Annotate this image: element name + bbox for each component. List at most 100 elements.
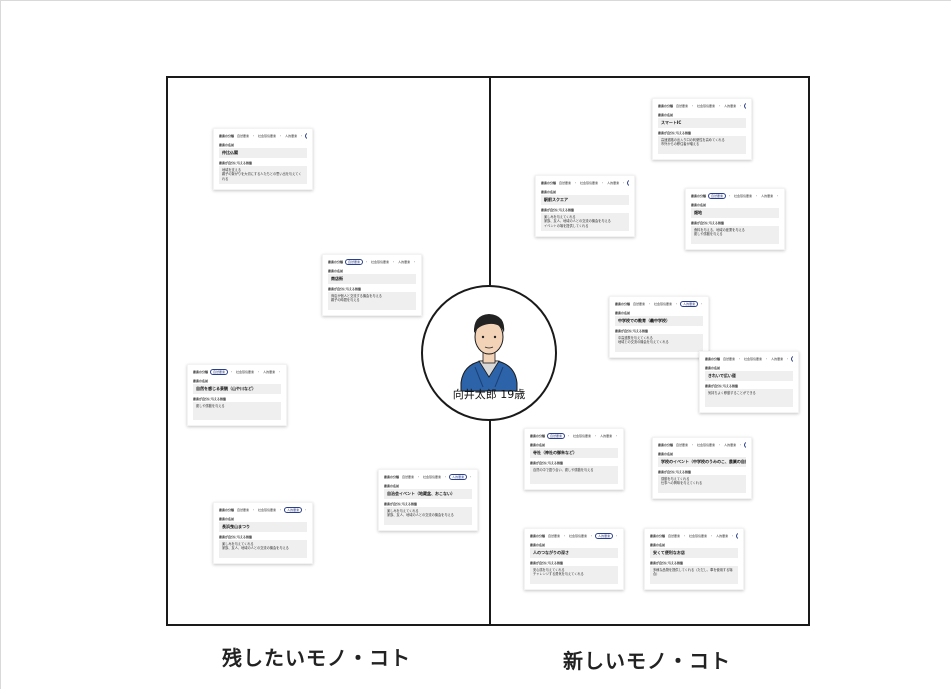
card-name-label: 要素の名前 <box>658 452 674 456</box>
card-reason-label: 要素が自分に与える価値 <box>691 221 724 225</box>
option-separator: ・ <box>279 508 283 512</box>
caption-new: 新しいモノ・コト <box>563 649 731 673</box>
page-edge-left <box>0 0 1 689</box>
card-reason-value: 感動を与えてくれる 仕事への興味を与えてくれる <box>658 475 746 493</box>
card-name-label: 要素の名前 <box>384 484 400 488</box>
card-type-label: 要素の分類 <box>658 443 674 447</box>
card-type-option: 人工要素 <box>736 533 738 539</box>
element-card-ekimae: 要素の分類自然要素・社会環境要素・人的要素・人工要素要素の名前駅前スクエア要素が… <box>535 175 635 237</box>
card-type-option: 人工要素 <box>627 180 629 186</box>
card-type-option: 自然要素 <box>237 134 250 138</box>
card-type-label: 要素の分類 <box>193 370 209 374</box>
element-card-michi: 要素の分類自然要素・社会環境要素・人的要素・人工要素要素の名前きれいで広い道要素… <box>699 351 799 413</box>
card-name-value: 中学校での教育（義中学校） <box>615 316 703 326</box>
element-card-shizen: 要素の分類自然要素・社会環境要素・人的要素・人工要素要素の名前自然を感じる景観（… <box>187 364 287 426</box>
option-separator: ・ <box>739 443 743 447</box>
card-type-option: 人工要素 <box>305 133 307 139</box>
card-type-option: 社会環境要素 <box>697 443 716 447</box>
option-separator: ・ <box>252 134 256 138</box>
card-type-option: 社会環境要素 <box>423 475 442 479</box>
option-separator: ・ <box>776 194 779 198</box>
card-type-option: 人的要素 <box>716 534 729 538</box>
card-name-value: きれいで広い道 <box>705 371 793 381</box>
card-type-option: 人工要素 <box>744 442 746 448</box>
card-name-label: 要素の名前 <box>530 443 546 447</box>
option-separator: ・ <box>469 475 472 479</box>
card-type-option: 自然要素 <box>345 259 364 265</box>
card-type-option: 人的要素 <box>724 443 737 447</box>
option-separator: ・ <box>738 357 742 361</box>
card-reason-label: 要素が自分に与える価値 <box>541 208 574 212</box>
card-type-option: 社会環境要素 <box>573 434 592 438</box>
card-reason-label: 要素が自分に与える価値 <box>219 535 252 539</box>
card-name-value: 自治会イベント（地蔵盆、おこない） <box>384 489 472 499</box>
option-separator: ・ <box>683 534 687 538</box>
option-separator: ・ <box>718 443 722 447</box>
element-card-tsunagari: 要素の分類自然要素・社会環境要素・人的要素・人工要素要素の名前人のつながりの深さ… <box>524 528 624 590</box>
card-reason-label: 要素が自分に与える価値 <box>658 470 691 474</box>
card-reason-value: 癒しや感動を与える <box>193 402 281 420</box>
card-type-option: 社会環境要素 <box>258 508 277 512</box>
card-name-label: 要素の名前 <box>530 543 546 547</box>
card-reason-value: 安心感を与えてくれる チャレンジする勇気を与えてくれる <box>530 566 618 584</box>
element-card-shouten: 要素の分類自然要素・社会環境要素・人的要素・人工要素要素の名前商店街要素が自分に… <box>322 254 422 316</box>
option-separator: ・ <box>710 534 714 538</box>
card-type-option: 自然要素 <box>676 104 689 108</box>
card-name-label: 要素の名前 <box>705 366 721 370</box>
card-reason-value: 楽しみを与えてくれる 家族、友人、地域の人との交流の機会を与える <box>384 507 472 525</box>
persona-name: 向井太郎 19歳 <box>452 388 526 401</box>
option-separator: ・ <box>718 104 722 108</box>
card-reason-label: 要素が自分に与える価値 <box>193 397 226 401</box>
card-type-option: 人的要素 <box>724 104 737 108</box>
card-type-option: 人的要素 <box>680 301 699 307</box>
card-name-label: 要素の名前 <box>650 543 666 547</box>
option-separator: ・ <box>691 104 695 108</box>
card-reason-value: 高速道路の出入り口の利便性を高めてくれる 市外からの移住者が増える <box>658 136 746 154</box>
element-card-matsuri: 要素の分類自然要素・社会環境要素・人的要素・人工要素要素の名前長浜曳山まつり要素… <box>213 502 313 564</box>
option-separator: ・ <box>648 302 652 306</box>
option-separator: ・ <box>574 181 578 185</box>
card-type-option: 自然要素 <box>547 433 566 439</box>
card-type-option: 人工要素 <box>791 356 793 362</box>
card-type-option: 人的要素 <box>595 533 614 539</box>
card-type-option: 人的要素 <box>398 260 411 264</box>
option-separator: ・ <box>279 134 283 138</box>
card-reason-value: 楽しみを与えてくれる 家族、友人、地域の人との交流の機会を与える <box>219 540 307 558</box>
card-reason-value: 地域を支える 親子の繋がりを大切にする人たちとの思い出を与えてくれる <box>219 166 307 184</box>
card-type-option: 社会環境要素 <box>734 194 753 198</box>
card-type-option: 自然要素 <box>708 193 727 199</box>
card-type-option: 自然要素 <box>668 534 681 538</box>
option-separator: ・ <box>594 434 598 438</box>
card-type-label: 要素の分類 <box>530 534 546 538</box>
card-type-option: 社会環境要素 <box>258 134 277 138</box>
card-type-option: 人的要素 <box>449 474 468 480</box>
card-name-label: 要素の名前 <box>615 311 631 315</box>
card-reason-label: 要素が自分に与える価値 <box>328 287 361 291</box>
option-separator: ・ <box>590 534 594 538</box>
option-separator: ・ <box>392 260 396 264</box>
card-reason-value: 気持ちよく移動することができる <box>705 389 793 407</box>
card-type-option: 自然要素 <box>559 181 572 185</box>
option-separator: ・ <box>413 260 416 264</box>
card-type-option: 社会環境要素 <box>654 302 673 306</box>
element-card-butsu: 要素の分類自然要素・社会環境要素・人的要素・人工要素要素の名前仲比仏閣要素が自分… <box>213 128 313 190</box>
element-card-smartic: 要素の分類自然要素・社会環境要素・人的要素・人工要素要素の名前スマートIC要素が… <box>652 98 752 160</box>
card-name-value: 畑地 <box>691 208 779 218</box>
persona-circle <box>421 285 557 421</box>
element-card-gakkou: 要素の分類自然要素・社会環境要素・人的要素・人工要素要素の名前学校のイベント（中… <box>652 437 752 499</box>
option-separator: ・ <box>786 357 790 361</box>
option-separator: ・ <box>691 443 695 447</box>
option-separator: ・ <box>257 370 261 374</box>
option-separator: ・ <box>731 534 735 538</box>
card-name-value: 駅前スクエア <box>541 195 629 205</box>
element-card-omise: 要素の分類自然要素・社会環境要素・人的要素・人工要素要素の名前安くて便利なお店要… <box>644 528 744 590</box>
card-type-option: 人的要素 <box>600 434 613 438</box>
